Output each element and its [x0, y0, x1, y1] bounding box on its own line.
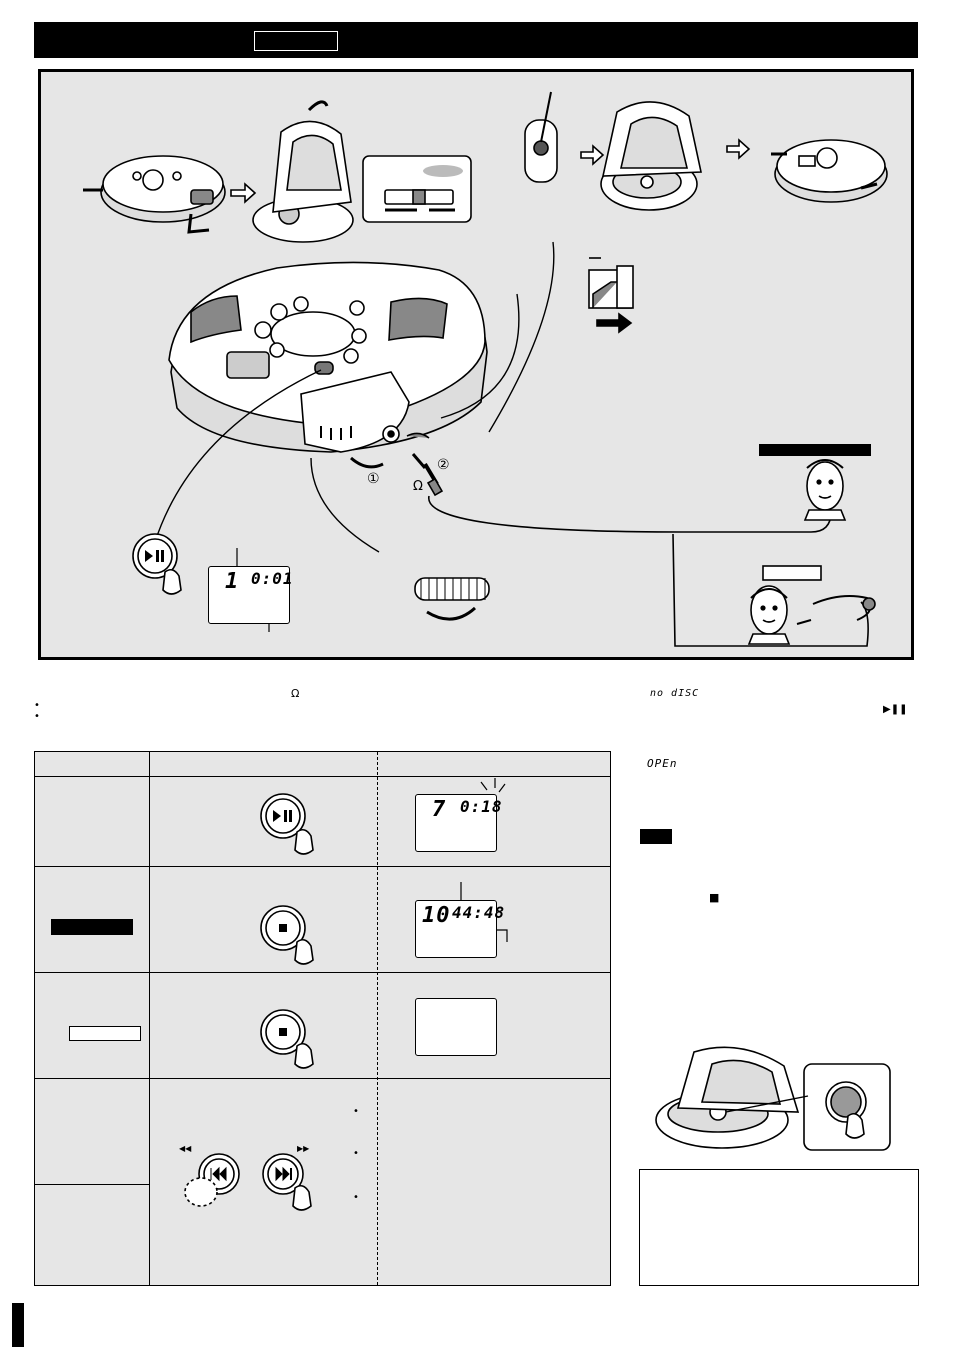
row-3-label-box [69, 1026, 141, 1041]
open-player-with-disc [600, 101, 702, 211]
page-title-bar [34, 22, 918, 58]
headphone-plug-drawing [423, 462, 444, 497]
closed-player-drawing [100, 155, 226, 223]
hold-switch-inset [362, 155, 472, 223]
skip-bullet-1: • [353, 1106, 359, 1117]
note-box [639, 1169, 919, 1286]
lock-slide-symbol [588, 257, 634, 309]
page-edge-tab [12, 1303, 24, 1347]
forward-symbol: ▶▶ [297, 1144, 310, 1153]
lcd-row-2-time: 44:48 [452, 903, 506, 922]
woman-headphones-face [803, 459, 847, 521]
lcd-track-number: 1 [225, 569, 240, 594]
large-player-drawing [168, 261, 488, 453]
main-lcd-display: 1 0:01 [208, 566, 293, 624]
earphone-label-box [762, 565, 822, 581]
notes-headphone-symbol: Ω [291, 687, 300, 700]
press-arrow-icon-2 [860, 182, 878, 190]
closing-player-drawing [774, 139, 888, 203]
note-bullet-1: • [34, 700, 40, 711]
volume-dial-illustration [414, 577, 490, 621]
arrow-down-icon [187, 213, 210, 234]
headphone-cable [428, 495, 832, 533]
play-pause-button-illustration [132, 533, 182, 595]
table-illustrations [184, 778, 508, 1211]
title-tag [254, 31, 338, 51]
no-disc-display-text: no dISC [650, 688, 700, 699]
disc-insert-drawing [524, 91, 558, 183]
stop-button-row-3 [260, 1009, 314, 1069]
skip-forward-button [262, 1153, 312, 1211]
row-2-label-box [51, 919, 133, 935]
open-display-text: OPEn [647, 757, 678, 770]
lift-arrow-icon [307, 100, 329, 112]
open-player-drawing [655, 1046, 891, 1151]
operations-table: ◀◀ ▶▶ 7 0:18 10 44:48 • • • [34, 751, 611, 1286]
next-step-arrow-icon-2 [580, 144, 605, 166]
stop-symbol: ■ [709, 891, 720, 904]
slide-arrow-icon [596, 312, 633, 334]
lcd-row-3-blank [415, 998, 497, 1056]
notes-play-pause-symbol: ▶❚❚ [883, 704, 908, 715]
skip-back-button [184, 1153, 240, 1207]
player-illustration [83, 91, 888, 647]
illustration-frame: ① ② Ω 1 0:01 [38, 69, 914, 660]
play-pause-button-row-1 [260, 793, 314, 855]
open-lid-drawing [252, 120, 354, 243]
lcd-row-2: 10 44:48 [415, 900, 504, 958]
lcd-row-1-time: 0:18 [460, 797, 503, 816]
headphone-label-box [759, 444, 871, 456]
note-tag [640, 829, 672, 844]
step-1-callout: ① [367, 471, 380, 487]
rewind-symbol: ◀◀ [179, 1144, 192, 1153]
note-bullet-2: • [34, 711, 40, 722]
next-step-arrow-icon-3 [726, 138, 751, 160]
skip-bullet-3: • [353, 1192, 359, 1203]
lcd-elapsed-time: 0:01 [251, 569, 294, 588]
stop-button-row-2 [260, 905, 314, 965]
headphone-symbol: Ω [413, 479, 423, 494]
plug-arrow-icon [411, 453, 427, 469]
lcd-row-1: 7 0:18 [415, 794, 502, 852]
skip-bullet-2: • [353, 1148, 359, 1159]
woman-earphones-face [747, 585, 876, 645]
rotate-arrow-icon [350, 456, 384, 469]
lcd-row-1-track: 7 [432, 797, 447, 822]
step-2-callout: ② [437, 457, 450, 473]
lcd-row-2-track: 10 [422, 903, 451, 928]
next-step-arrow-icon [230, 182, 257, 204]
